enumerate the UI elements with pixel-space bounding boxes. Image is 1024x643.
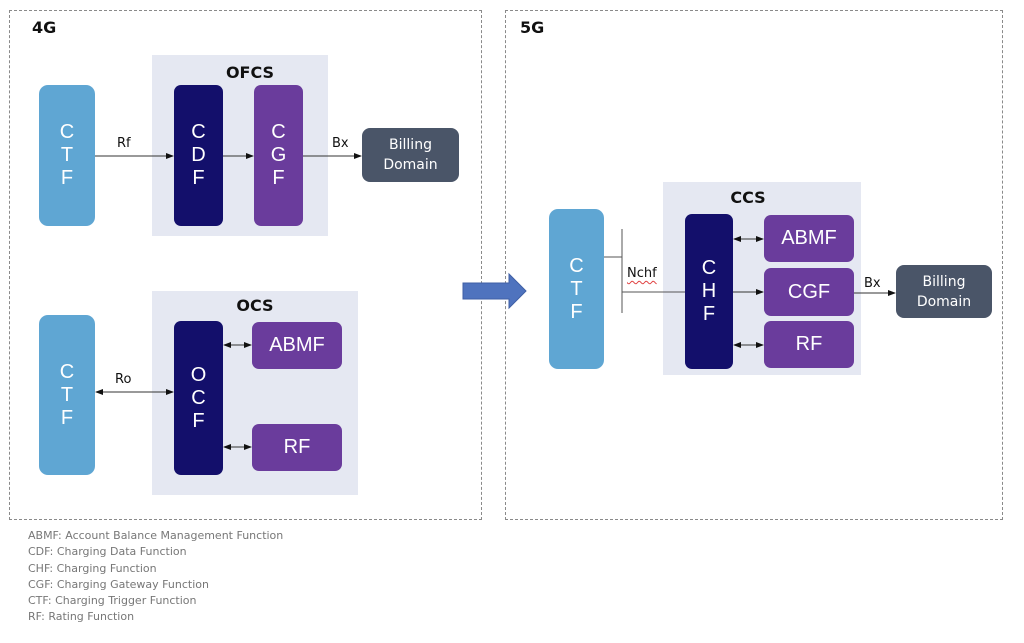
ctf-letter: C <box>59 360 75 383</box>
billing-domain-5g: Billing Domain <box>896 265 992 318</box>
cdf-node: C D F <box>174 85 223 226</box>
abbreviation-legend: ABMF: Account Balance Management Functio… <box>28 528 283 626</box>
ocf-letter: F <box>192 409 205 432</box>
bx-interface-label-5g: Bx <box>864 276 881 291</box>
ocf-letter: O <box>190 363 207 386</box>
abmf-label: ABMF <box>269 334 325 356</box>
ccs-abmf-node: ABMF <box>764 215 854 262</box>
ctf-letter: T <box>570 277 583 300</box>
billing-label: Domain <box>383 157 438 173</box>
transition-arrow-icon <box>462 272 527 310</box>
ofcs-ctf-node: C T F <box>39 85 95 226</box>
ccs-rf-node: RF <box>764 321 854 368</box>
abmf-label: ABMF <box>781 227 837 249</box>
panel-4g-title: 4G <box>32 18 57 37</box>
rf-label: RF <box>795 333 823 355</box>
nchf-interface-label: Nchf <box>627 266 657 281</box>
ccs-cgf-node: CGF <box>764 268 854 316</box>
billing-label: Billing <box>922 273 966 290</box>
ro-interface-label: Ro <box>115 372 132 387</box>
ctf-letter: T <box>60 144 74 166</box>
panel-4g <box>9 10 482 520</box>
billing-label: Domain <box>916 293 972 310</box>
ocs-title: OCS <box>236 296 274 315</box>
ctf-letter: F <box>60 167 74 189</box>
ofcs-cgf-node: C G F <box>254 85 303 226</box>
legend-item: CTF: Charging Trigger Function <box>28 594 197 608</box>
legend-item: ABMF: Account Balance Management Functio… <box>28 529 284 542</box>
bx-interface-label-4g: Bx <box>332 136 349 151</box>
ctf-letter: T <box>60 383 74 406</box>
ocs-rf-node: RF <box>252 424 342 471</box>
legend-item: RF: Rating Function <box>28 610 135 624</box>
ctf-letter: C <box>59 121 75 143</box>
ccs-title: CCS <box>730 188 766 207</box>
cgf-letter: C <box>271 121 286 143</box>
panel-5g-title: 5G <box>520 18 545 37</box>
ccs-ctf-node: C T F <box>549 209 604 369</box>
ocf-letter: C <box>191 386 206 409</box>
ofcs-title: OFCS <box>225 63 275 82</box>
cdf-letter: C <box>191 121 206 143</box>
cdf-letter: F <box>192 167 205 189</box>
chf-letter: C <box>701 257 717 279</box>
legend-item: CHF: Charging Function <box>28 561 157 575</box>
billing-domain-4g: Billing Domain <box>362 128 459 182</box>
ctf-letter: F <box>60 406 74 429</box>
chf-node: C H F <box>685 214 733 369</box>
cgf-label: CGF <box>787 280 831 303</box>
ocf-node: O C F <box>174 321 223 475</box>
legend-item: CDF: Charging Data Function <box>28 545 187 559</box>
ctf-letter: F <box>570 300 583 323</box>
panel-5g <box>505 10 1003 520</box>
cgf-letter: G <box>270 144 287 166</box>
cdf-letter: D <box>191 144 206 166</box>
ocs-abmf-node: ABMF <box>252 322 342 369</box>
rf-interface-label: Rf <box>117 136 131 151</box>
ctf-letter: C <box>569 254 584 277</box>
legend-item: CGF: Charging Gateway Function <box>28 577 209 591</box>
chf-letter: F <box>702 303 716 325</box>
chf-letter: H <box>701 280 717 302</box>
rf-label: RF <box>283 436 311 458</box>
billing-label: Billing <box>389 137 432 153</box>
ocs-ctf-node: C T F <box>39 315 95 475</box>
cgf-letter: F <box>272 167 285 189</box>
